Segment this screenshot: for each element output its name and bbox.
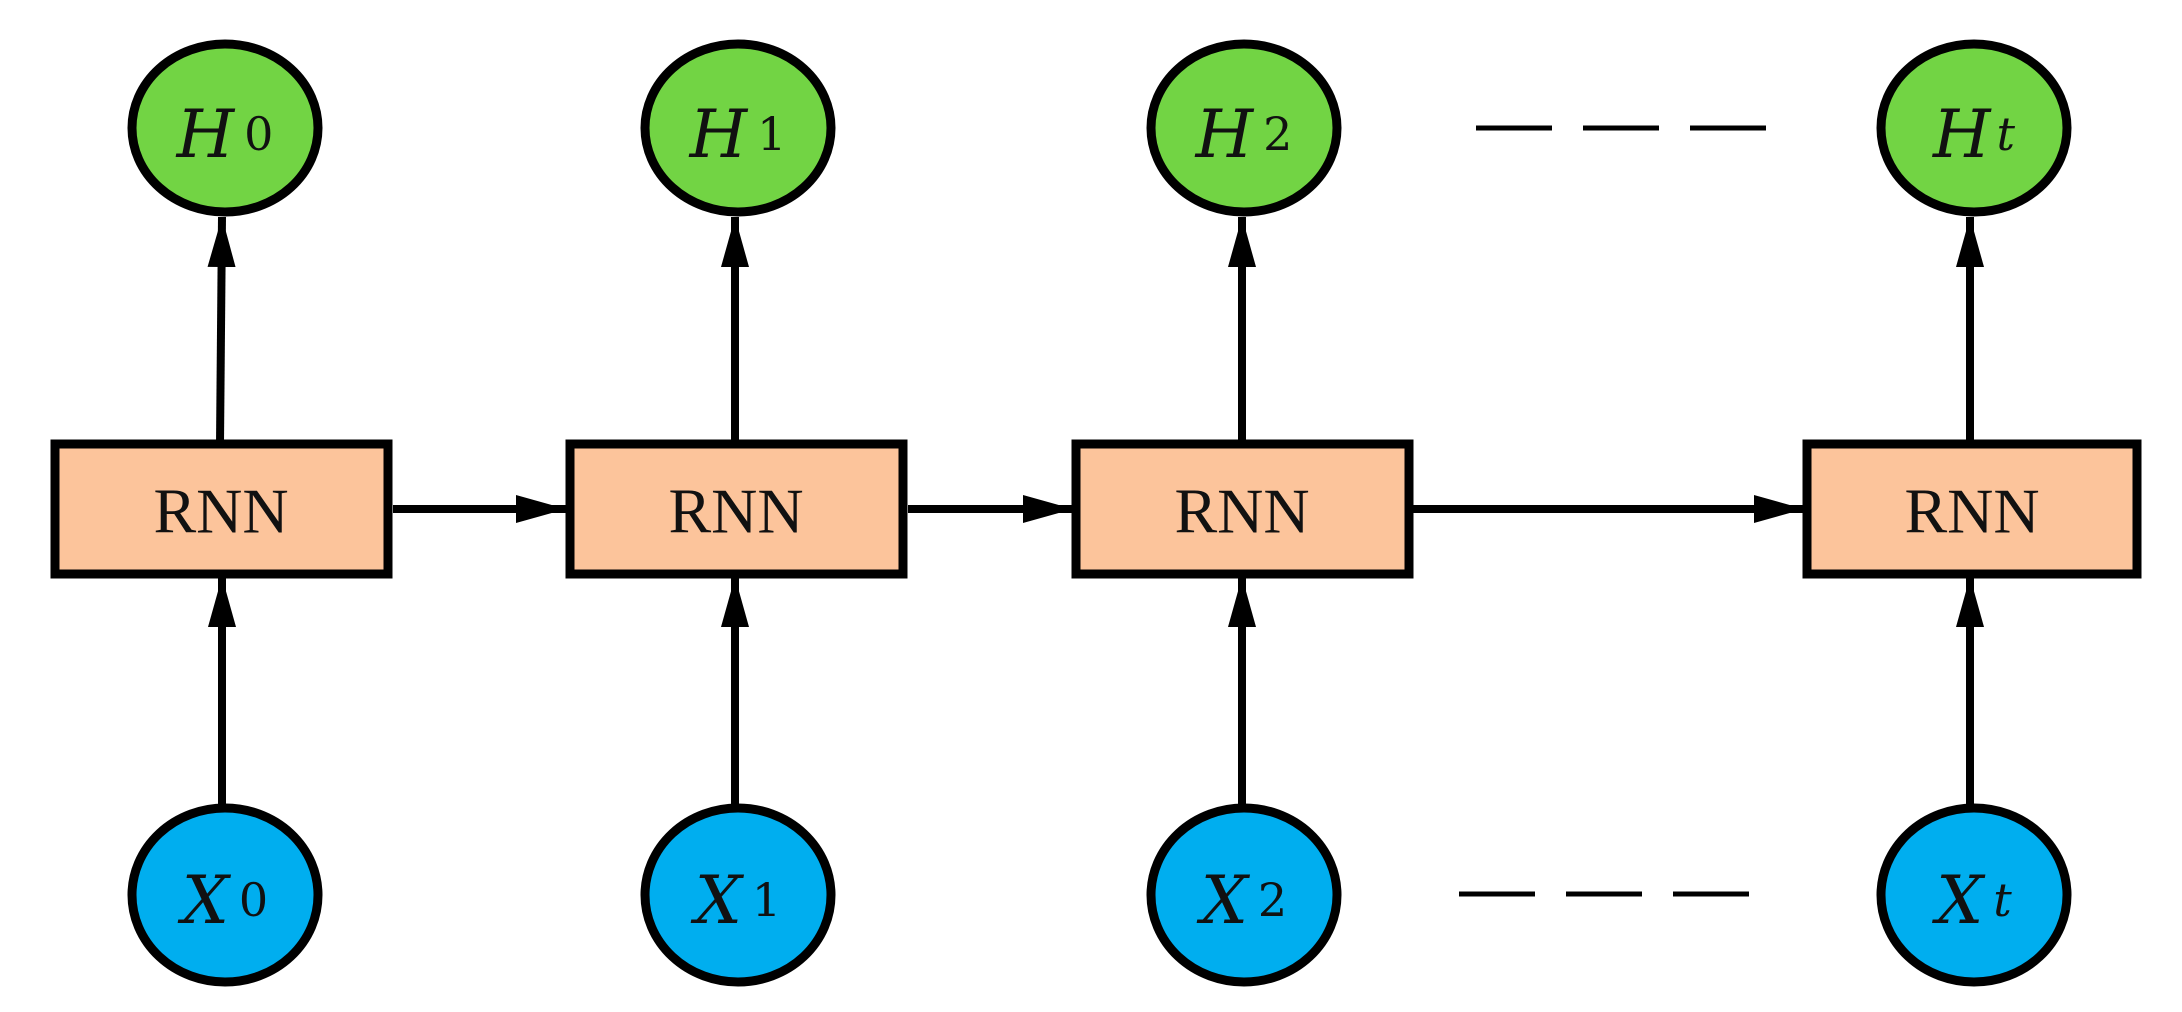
rnn-cell-t: RNN	[1802, 439, 2142, 579]
output-arrow-0	[207, 216, 236, 445]
rnn-cell-label: RNN	[668, 476, 803, 547]
rnn-cells: RNN RNN RNN RNN	[50, 439, 2142, 579]
output-connections	[207, 216, 1984, 445]
rnn-cell-2: RNN	[1071, 439, 1414, 579]
rnn-cell-1: RNN	[565, 439, 908, 579]
rnn-cell-label: RNN	[153, 476, 288, 547]
rnn-cell-label: RNN	[1904, 476, 2039, 547]
rnn-cell-0: RNN	[50, 439, 393, 579]
rnn-cell-label: RNN	[1174, 476, 1309, 547]
input-connections	[208, 577, 1984, 804]
